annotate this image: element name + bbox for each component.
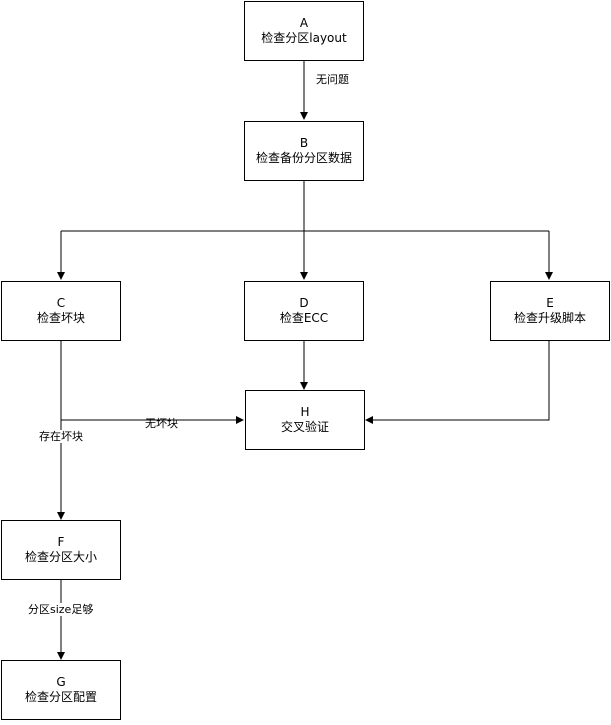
node-d-id: D	[299, 296, 309, 310]
node-a-id: A	[299, 16, 309, 30]
node-g-id: G	[56, 675, 66, 689]
node-b-label: 检查备份分区数据	[255, 151, 352, 165]
node-g: G 检查分区配置	[1, 660, 121, 720]
node-h-id: H	[300, 405, 310, 419]
node-f-label: 检查分区大小	[24, 550, 97, 564]
edge-e-to-h	[365, 341, 550, 424]
node-b-id: B	[299, 136, 309, 150]
node-b: B 检查备份分区数据	[244, 121, 364, 181]
node-e-label: 检查升级脚本	[513, 311, 586, 325]
node-d: D 检查ECC	[244, 281, 364, 341]
node-a: A 检查分区layout	[244, 1, 364, 61]
node-f-id: F	[57, 535, 65, 549]
edge-label-c-to-f: 存在坏块	[39, 430, 83, 443]
node-c: C 检查坏块	[1, 281, 121, 341]
node-c-id: C	[56, 296, 66, 310]
node-e-id: E	[546, 296, 554, 310]
node-g-label: 检查分区配置	[24, 690, 97, 704]
node-h: H 交叉验证	[245, 390, 365, 450]
edge-label-a-to-b: 无问题	[316, 73, 349, 86]
node-f: F 检查分区大小	[1, 520, 121, 580]
edge-label-c-to-h: 无坏块	[145, 417, 178, 430]
node-a-label: 检查分区layout	[261, 31, 347, 45]
node-d-label: 检查ECC	[279, 311, 329, 325]
edge-label-f-to-g: 分区size足够	[28, 603, 94, 616]
node-c-label: 检查坏块	[36, 311, 85, 325]
node-h-label: 交叉验证	[280, 420, 329, 434]
node-e: E 检查升级脚本	[490, 281, 610, 341]
